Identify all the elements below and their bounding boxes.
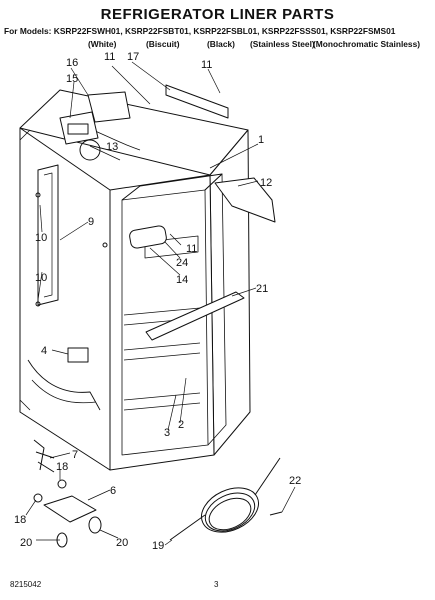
callout-10-lower: 10 [35,272,47,284]
callout-20-left: 20 [20,537,32,549]
callout-3: 3 [164,427,170,439]
callout-11-mid: 11 [186,243,197,255]
wire-harness-illustration [33,439,55,473]
callout-14: 14 [176,274,188,286]
callout-9: 9 [88,216,94,228]
vent-illustration [67,347,89,363]
callout-21: 21 [256,283,268,295]
callout-17: 17 [127,51,139,63]
screw-22-illustration [269,511,283,516]
leader-lines [25,61,296,546]
callout-1: 1 [258,134,264,146]
callout-12: 12 [260,177,272,189]
color-monochromatic: (Monochromatic Stainless) [313,39,421,49]
bulb-illustration-1 [88,516,102,534]
callout-10-upper: 10 [35,232,47,244]
rail-illustration [145,291,245,341]
document-number: 8215042 [10,580,42,589]
callout-18-lower: 18 [14,514,26,526]
callout-16: 16 [66,57,78,69]
color-stainless: (Stainless Steel) [250,39,315,49]
callout-19: 19 [152,540,164,552]
models-line: For Models: KSRP22FSWH01, KSRP22FSBT01, … [4,26,396,36]
trim-illustration [129,225,167,249]
screw-illustration [33,493,43,503]
page-number: 3 [214,580,219,589]
callout-18-upper: 18 [56,461,68,473]
callout-6: 6 [110,485,116,497]
refrigerator-liner-illustration [19,89,251,471]
callout-24: 24 [176,257,188,269]
control-housing-illustration [59,91,131,145]
color-black: (Black) [207,39,235,49]
callout-11-right: 11 [201,59,212,71]
callout-4: 4 [41,345,47,357]
callout-22: 22 [289,475,301,487]
callout-11-top: 11 [104,51,115,63]
color-biscuit: (Biscuit) [146,39,180,49]
page-title: REFRIGERATOR LINER PARTS [100,6,335,23]
tubing-coil-illustration [169,457,281,541]
side-bracket-illustration [214,177,276,223]
color-white: (White) [88,39,117,49]
callout-7: 7 [72,449,78,461]
callout-20-right: 20 [116,537,128,549]
callout-15: 15 [66,73,78,85]
callout-2: 2 [178,419,184,431]
socket-illustration [57,479,67,489]
callout-13: 13 [106,141,118,153]
bracket-illustration [165,84,229,119]
light-housing-illustration [43,495,97,523]
